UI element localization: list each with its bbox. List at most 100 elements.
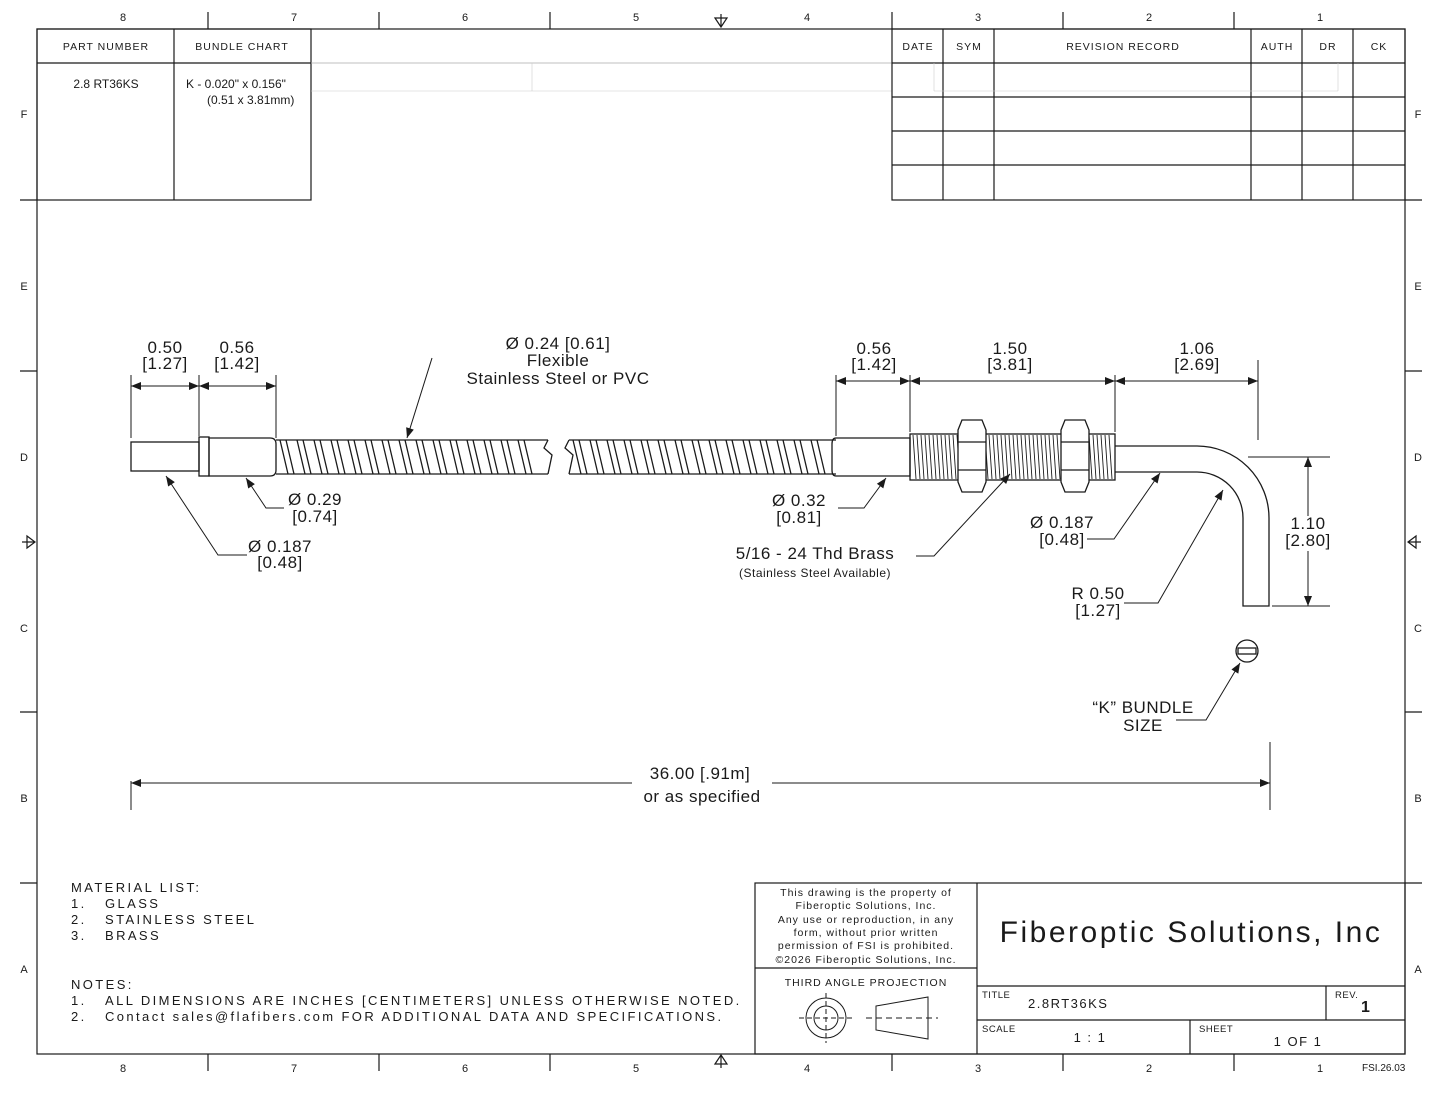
fiber-assembly [130,419,1270,663]
hex-nut-2 [1060,419,1090,493]
ferrule-dia-dim: Ø 0.29 [288,490,342,509]
drawing-border [20,12,1422,1071]
bundle-size-label-2: SIZE [1123,716,1163,735]
bundle-spec-line1: K - 0.020" x 0.156" [186,77,286,91]
ferrule-1 [208,437,277,477]
zone-row-label: E [20,281,27,293]
drawing-title: 2.8RT36KS [1028,996,1108,1011]
dimension-labels: 0.50 [1.27] 0.56 [1.42] Ø 0.24 [0.61] Fl… [142,334,1330,806]
ferrule-length-dim-metric: [1.42] [214,354,260,373]
zone-col-label: 5 [633,1063,639,1075]
hex-nut-1 [957,419,987,493]
material-item: STAINLESS STEEL [105,912,256,927]
ferrule-2 [831,437,911,477]
ferrule-dia-dim-metric: [0.74] [292,507,338,526]
zone-col-label: 1 [1317,12,1323,24]
thread-spec: 5/16 - 24 Thd Brass [736,544,895,563]
ferrule-length-dim: 0.56 [219,338,254,357]
notes: NOTES: 1. ALL DIMENSIONS ARE INCHES [CEN… [71,977,742,1024]
ferrule2-length-dim-metric: [1.42] [851,355,897,374]
rev-auth-header: AUTH [1261,41,1294,53]
tip-dia-dim: Ø 0.187 [248,537,312,556]
rev-date-header: DATE [902,41,933,53]
zone-col-label: 3 [975,12,981,24]
zone-row-label: B [20,793,27,805]
tip-length-dim-metric: [1.27] [142,354,188,373]
revision-table: DATE SYM REVISION RECORD AUTH DR CK [891,28,1406,201]
property-notice-line: permission of FSI is prohibited. [778,940,954,952]
rev-value: 1 [1361,999,1370,1016]
bend-length-dim: 1.06 [1179,339,1214,358]
zone-col-label: 7 [291,12,297,24]
zone-col-label: 6 [462,1063,468,1075]
zone-row-label: F [1415,109,1422,121]
ferrule2-dia-dim: Ø 0.32 [772,491,826,510]
sheet-value: 1 OF 1 [1274,1034,1323,1049]
zone-col-label: 7 [291,1063,297,1075]
bend-length-dim-metric: [2.69] [1174,355,1220,374]
probe-height-dim: 1.10 [1290,514,1325,533]
zone-row-label: A [1414,964,1422,976]
material-item: GLASS [105,896,160,911]
zone-col-label: 5 [633,12,639,24]
ferrule2-dia-dim-metric: [0.81] [776,508,822,527]
zone-col-label: 4 [804,12,810,24]
zone-col-label: 2 [1146,1063,1152,1075]
dimension-lines [130,357,1330,810]
ferrule2-length-dim: 0.56 [856,339,891,358]
third-angle-projection-icon [799,993,938,1043]
flexible-sheath-right [569,439,836,475]
material-list-heading: MATERIAL LIST: [71,880,201,895]
bundle-chart-header: BUNDLE CHART [195,41,289,53]
tip-length-dim: 0.50 [147,338,182,357]
scale-label: SCALE [982,1024,1016,1035]
flexible-sheath-left [276,439,548,475]
zone-row-label: E [1414,281,1421,293]
zone-row-label: C [20,623,28,635]
zone-labels: 8 7 6 5 4 3 2 1 8 7 6 5 4 3 2 1 F E D C … [20,12,1422,1075]
rev-ck-header: CK [1371,41,1388,53]
thread-length-dim: 1.50 [992,339,1027,358]
sheath-material-label: Stainless Steel or PVC [467,369,650,388]
thread-note: (Stainless Steel Available) [739,566,891,580]
overall-length-dim: 36.00 [.91m] [650,764,751,783]
collar [198,436,210,477]
thread-length-dim-metric: [3.81] [987,355,1033,374]
rev-record-header: REVISION RECORD [1066,41,1180,53]
scale-value: 1 : 1 [1074,1030,1107,1045]
material-item-num: 3. [71,928,87,943]
title-label: TITLE [982,990,1010,1001]
zone-col-label: 6 [462,12,468,24]
company-name: Fiberoptic Solutions, Inc [1000,916,1383,949]
bend-radius-dim: R 0.50 [1071,584,1124,603]
sheath-dim: Ø 0.24 [0.61] [506,334,611,353]
rev-sym-header: SYM [956,41,982,53]
zone-col-label: 1 [1317,1063,1323,1075]
property-notice-line: ©2026 Fiberoptic Solutions, Inc. [776,954,957,966]
zone-row-label: F [21,109,28,121]
part-table: PART NUMBER BUNDLE CHART 2.8 RT36KS K - … [36,28,892,201]
zone-row-label: B [1414,793,1421,805]
bent-probe [1115,445,1270,607]
tip-dia-dim-metric: [0.48] [257,553,303,572]
probe-dia-dim-metric: [0.48] [1039,530,1085,549]
note-text: ALL DIMENSIONS ARE INCHES [CENTIMETERS] … [105,993,742,1008]
zone-row-label: A [20,964,28,976]
probe-dia-dim: Ø 0.187 [1030,513,1094,532]
material-item-num: 2. [71,912,87,927]
bundle-spec-line2: (0.51 x 3.81mm) [207,93,294,107]
part-number-value: 2.8 RT36KS [73,77,138,91]
bundle-size-label: “K” BUNDLE [1092,698,1193,717]
zone-row-label: D [1414,452,1422,464]
sheath-flexible-label: Flexible [527,351,590,370]
document-code: FSI.26.03 [1362,1063,1406,1074]
zone-col-label: 4 [804,1063,810,1075]
rev-label: REV. [1335,990,1358,1001]
rev-dr-header: DR [1319,41,1336,53]
property-notice-line: form, without prior written [794,927,939,939]
note-text: Contact sales@flafibers.com FOR ADDITION… [105,1009,724,1024]
bend-radius-dim-metric: [1.27] [1075,601,1121,620]
zone-col-label: 2 [1146,12,1152,24]
zone-row-label: D [20,452,28,464]
zone-col-label: 8 [120,12,126,24]
